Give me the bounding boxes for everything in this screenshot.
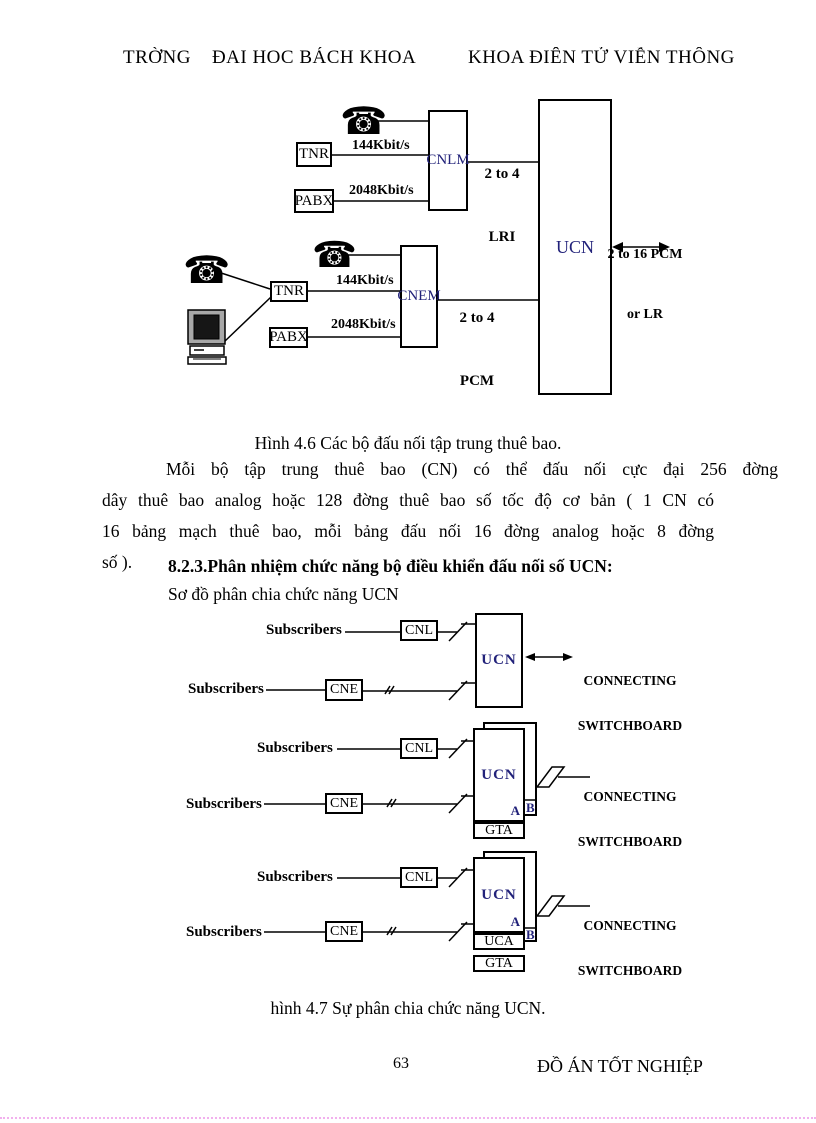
cnem-label: CNEM (397, 288, 441, 304)
subscribers-label: Subscribers (186, 796, 262, 812)
subscribers-label: Subscribers (257, 740, 333, 756)
tnr-box: TNR (270, 281, 308, 302)
computer-icon (187, 309, 227, 365)
pcm-link-line1: 2 to 4 (459, 310, 495, 326)
rate-label-144: 144Kbit/s (336, 273, 394, 288)
cnl-box: CNL (400, 620, 438, 641)
gta-label: GTA (485, 955, 513, 971)
cnl-label: CNL (405, 740, 433, 756)
footer-right: ĐỒ ÁN TỐT NGHIỆP (537, 1056, 703, 1075)
cne-box: CNE (325, 793, 363, 814)
tnr-label: TNR (299, 146, 329, 162)
gta-label: GTA (485, 822, 513, 838)
ucn-box: UCN (475, 613, 523, 708)
cnl-box: CNL (400, 738, 438, 759)
page-number: 63 (393, 1055, 409, 1072)
ucn-label: UCN (481, 886, 517, 903)
connecting-switchboard-label: CONNECTING SWITCHBOARD (574, 888, 686, 1008)
subscribers-label: Subscribers (186, 924, 262, 940)
cnlm-box: CNLM (426, 110, 470, 211)
ucn-box: UCN A (473, 728, 525, 822)
connecting-switchboard-label: CONNECTING SWITCHBOARD (574, 643, 686, 763)
header-left: TRỜNG ĐẠI HỌC BÁCH KHOA (123, 47, 417, 64)
figure-4-6-caption: Hình 4.6 Các bộ đấu nối tập trung thuê b… (254, 433, 562, 453)
section-subheading: Sơ đồ phân chia chức năng UCN (168, 584, 399, 604)
connecting-line: CONNECTING (583, 918, 677, 933)
subscribers-label: Subscribers (188, 681, 264, 697)
switchboard-line: SWITCHBOARD (577, 834, 683, 849)
a-label: A (510, 914, 520, 929)
ucn-label: UCN (481, 766, 517, 783)
cnlm-label: CNLM (426, 152, 470, 168)
cne-label: CNE (330, 923, 358, 939)
header-right: KHOA ĐIỆN TỬ VIỄN THÔNG (468, 47, 735, 64)
gta-box: GTA (473, 822, 525, 839)
pabx-label: PABX (269, 329, 308, 345)
a-label: A (510, 803, 520, 818)
ucn-output-label: 2 to 16 PCM or LR (604, 205, 686, 365)
ucn-box: UCN A (473, 857, 525, 933)
cnl-label: CNL (405, 869, 433, 885)
telephone-icon: ☎ (183, 248, 231, 292)
cne-label: CNE (330, 795, 358, 811)
figure-4-7-caption: hình 4.7 Sự phân chia chức năng UCN. (270, 998, 546, 1018)
pabx-box: PABX (294, 189, 334, 213)
paragraph-line: Mỗi bộ tập trung thuê bao (CN) có thể đấ… (166, 459, 778, 479)
connecting-switchboard-label: CONNECTING SWITCHBOARD (574, 759, 686, 879)
ucn-output-line1: 2 to 16 PCM (607, 247, 683, 262)
telephone-icon: ☎ (312, 235, 357, 276)
b-label: B (526, 927, 535, 942)
rate-label-2048: 2048Kbit/s (349, 183, 414, 198)
subscribers-label: Subscribers (257, 869, 333, 885)
paragraph-line: dây thuê bao analog hoặc 128 đờng thuê b… (102, 490, 714, 510)
lri-link-line1: 2 to 4 (484, 166, 520, 182)
lri-link-label: 2 to 4 LRI (474, 122, 530, 290)
connecting-line: CONNECTING (583, 789, 677, 804)
pcm-link-label: 2 to 4 PCM (448, 266, 506, 434)
connecting-line: CONNECTING (583, 673, 677, 688)
rate-label-144: 144Kbit/s (352, 138, 410, 153)
uca-box: UCA (473, 933, 525, 950)
cne-box: CNE (325, 679, 363, 701)
cnl-box: CNL (400, 867, 438, 888)
uca-label: UCA (484, 933, 514, 949)
tnr-box: TNR (296, 142, 332, 167)
tnr-label: TNR (274, 283, 304, 299)
lri-link-line2: LRI (488, 229, 516, 245)
pabx-label: PABX (294, 192, 334, 209)
paragraph-line: số ). (102, 552, 133, 572)
section-heading: 8.2.3.Phân nhiệm chức năng bộ điều khiển… (168, 556, 613, 576)
telephone-icon: ☎ (340, 99, 388, 143)
bottom-dotted-rule (0, 1117, 816, 1119)
gta-box: GTA (473, 955, 525, 972)
paragraph-line: 16 bảng mạch thuê bao, mỗi bảng đấu nối … (102, 521, 714, 541)
cnl-label: CNL (405, 622, 433, 638)
ucn-label: UCN (555, 236, 594, 257)
pabx-box: PABX (269, 327, 308, 348)
cne-box: CNE (325, 921, 363, 942)
switchboard-line: SWITCHBOARD (577, 963, 683, 978)
ucn-output-line2: or LR (627, 307, 663, 322)
pcm-link-line2: PCM (459, 373, 495, 389)
switchboard-line: SWITCHBOARD (577, 718, 683, 733)
cne-label: CNE (330, 682, 358, 697)
ucn-label: UCN (481, 652, 517, 668)
ucn-box: UCN (538, 99, 612, 395)
b-label: B (526, 800, 535, 815)
rate-label-2048: 2048Kbit/s (331, 317, 396, 332)
subscribers-label: Subscribers (266, 622, 342, 638)
cnem-box: CNEM (397, 245, 441, 348)
